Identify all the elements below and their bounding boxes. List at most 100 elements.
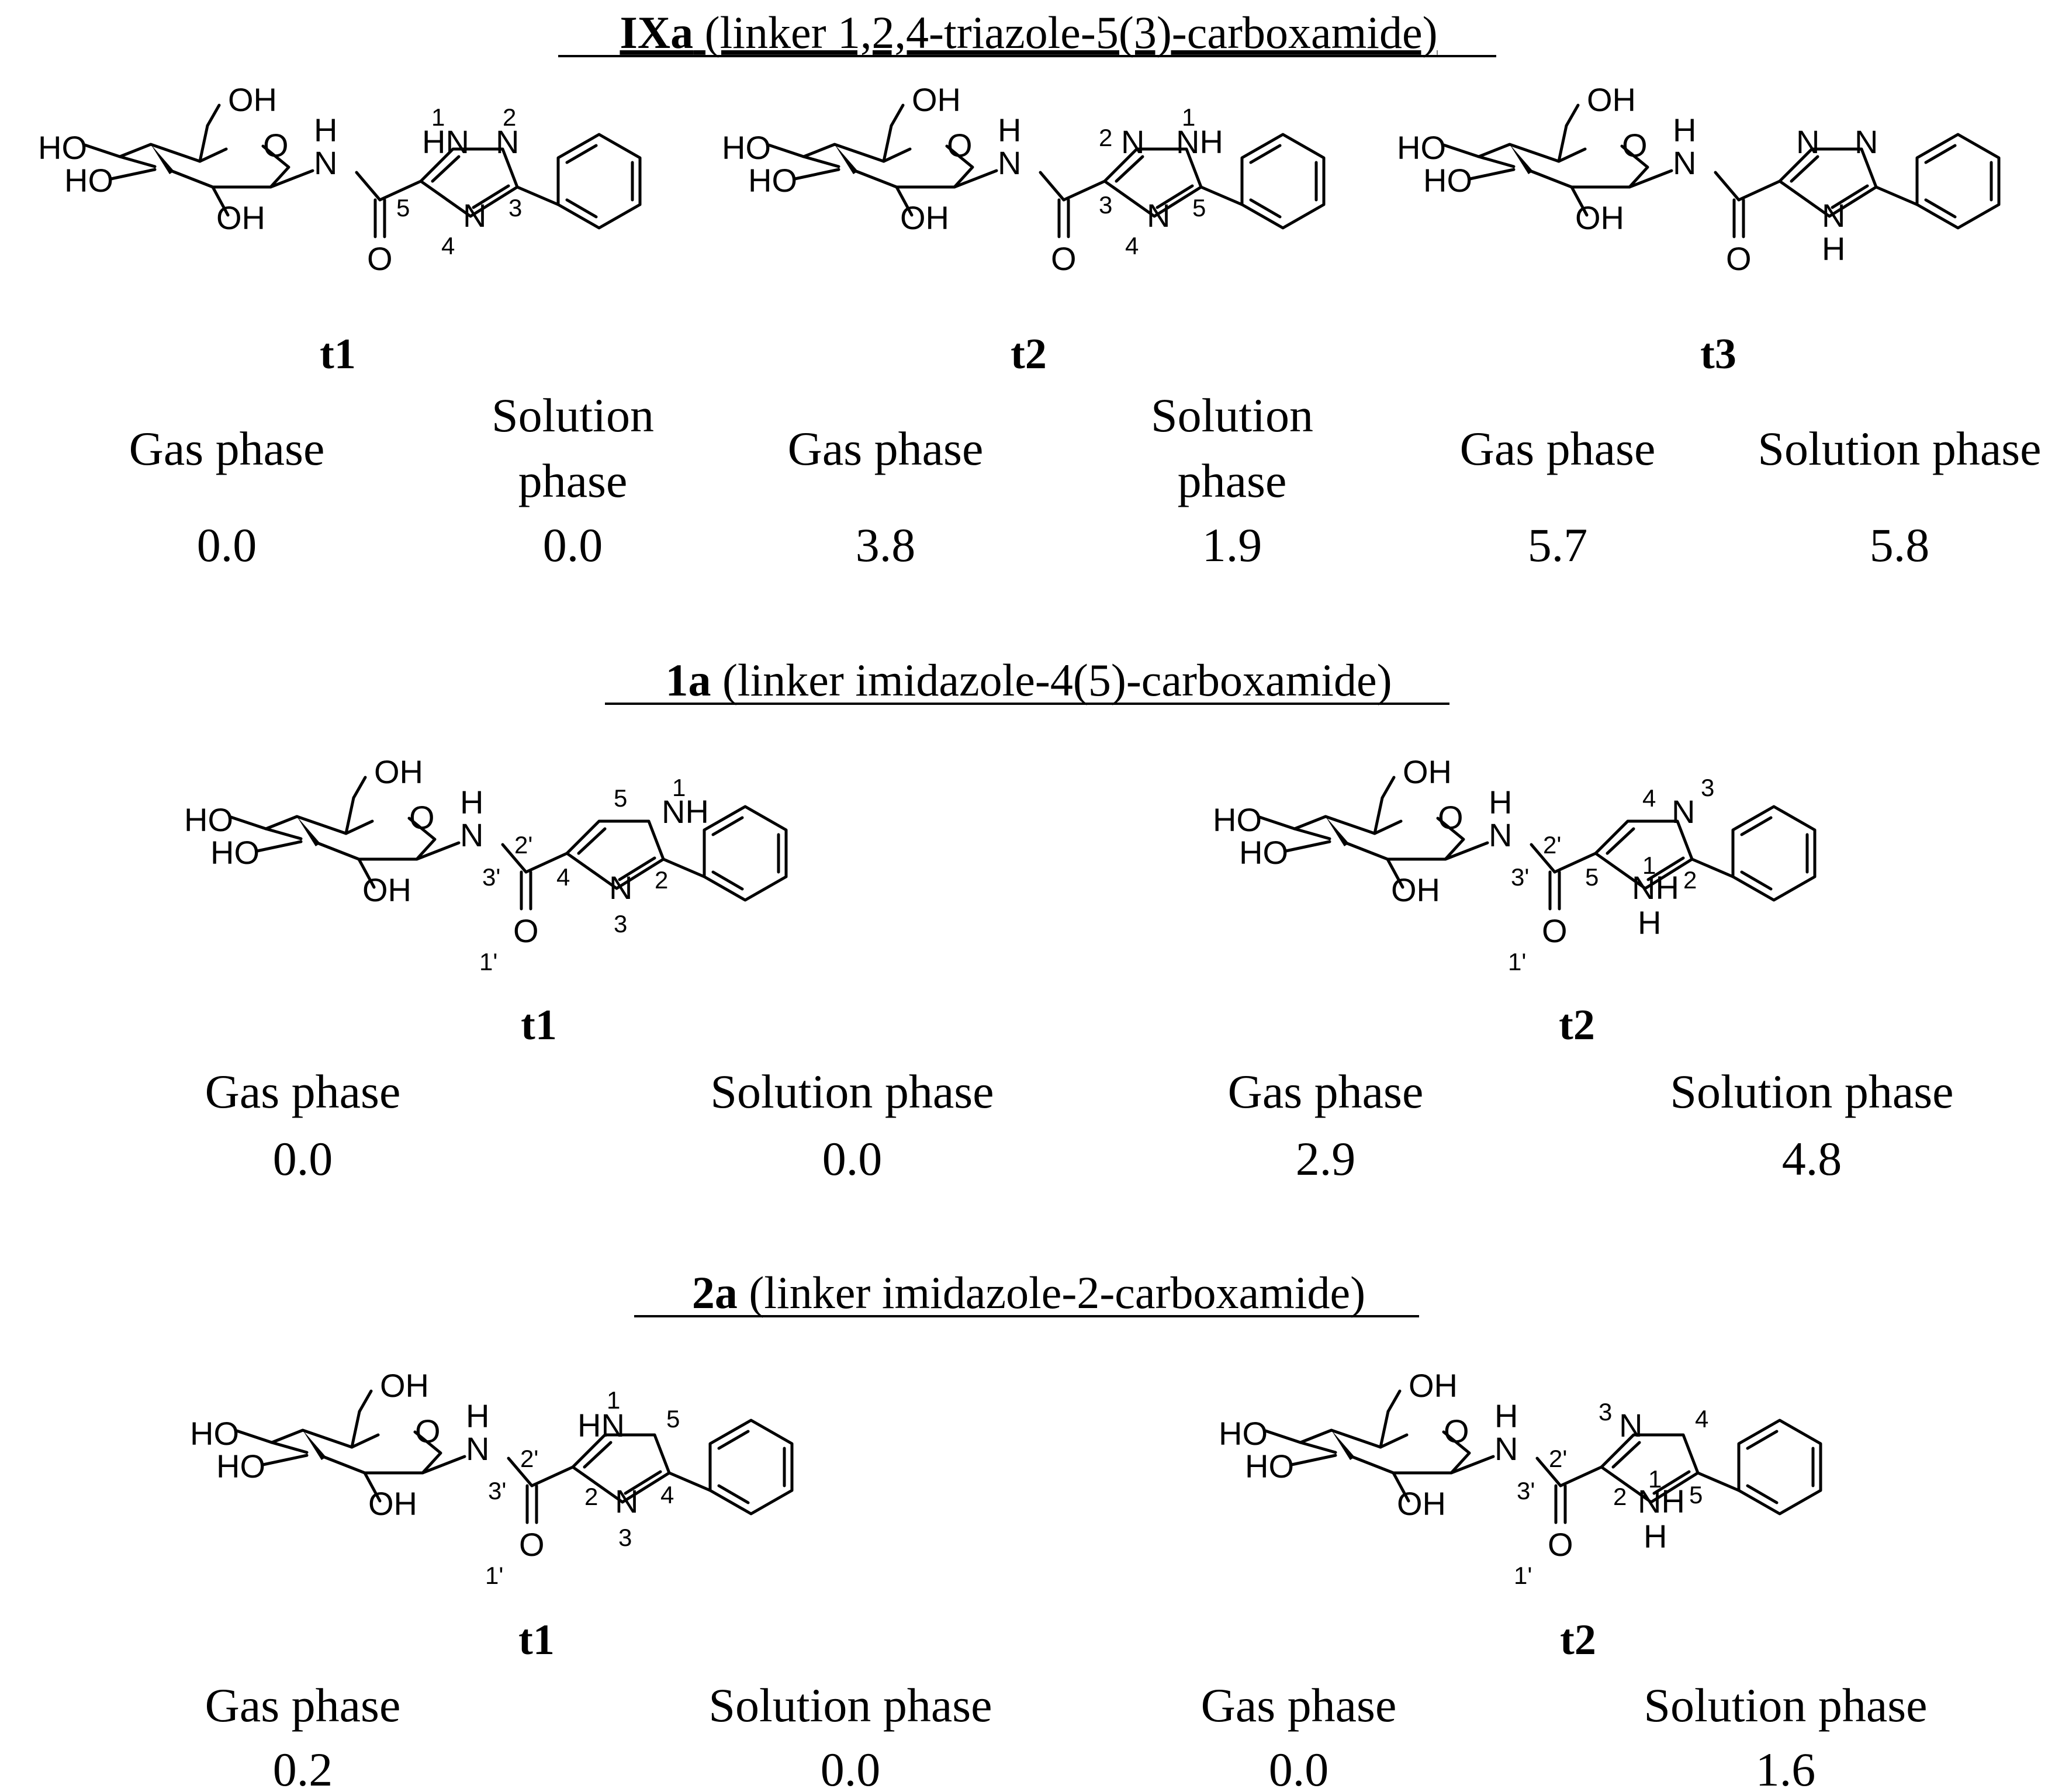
tautomer-label: t1 (521, 1001, 557, 1049)
nitrogen-label: N (1121, 123, 1144, 160)
solution-phase-label-line2: phase (1178, 454, 1287, 507)
solution-phase-label-line2: phase (518, 454, 628, 507)
structure-1a-t1: NH N 5 1 4 2 3 2' 3' 1' (184, 753, 786, 975)
atom-number: 2 (503, 103, 516, 131)
section-2a: 2a (linker imidazole-2-carboxamide) HN N… (190, 1267, 1928, 1792)
linker-label: (linker imidazole-2-carboxamide) (749, 1267, 1365, 1318)
compound-label: IXa (620, 7, 693, 58)
atom-number: 3' (488, 1477, 506, 1504)
energy-value: 5.7 (1528, 518, 1588, 572)
energy-value: 0.0 (822, 1132, 883, 1185)
linker-label: (linker imidazole-4(5)-carboxamide) (722, 655, 1392, 705)
section-1a-title: 1a (linker imidazole-4(5)-carboxamide) (665, 655, 1392, 705)
gas-phase-label: Gas phase (1228, 1065, 1424, 1118)
atom-number: 2' (520, 1445, 538, 1472)
nitrogen-label: N (463, 197, 486, 234)
gas-phase-label: Gas phase (205, 1679, 401, 1732)
atom-number: 1 (607, 1386, 620, 1414)
atom-number: 1 (1648, 1465, 1662, 1493)
atom-number: 2 (655, 866, 668, 894)
atom-number: 2 (1683, 866, 1697, 894)
section-1a: 1a (linker imidazole-4(5)-carboxamide) N… (184, 655, 1954, 1185)
gas-phase-label: Gas phase (788, 422, 984, 475)
solution-phase-label: Solution phase (710, 1065, 994, 1118)
energy-value: 0.0 (273, 1132, 333, 1185)
atom-number: 1' (485, 1562, 503, 1589)
linker-label: (linker 1,2,4-triazole-5(3)-carboxamide) (705, 7, 1438, 58)
tautomer-label: t2 (1011, 330, 1047, 378)
energy-value: 0.0 (1269, 1743, 1329, 1792)
energy-value: 5.8 (1870, 518, 1930, 572)
energy-value: 0.0 (821, 1743, 881, 1792)
atom-number: 2 (1613, 1483, 1627, 1510)
atom-number: 1' (1508, 948, 1526, 975)
atom-number: 4 (441, 232, 455, 260)
solution-phase-label: Solution phase (1757, 422, 2041, 475)
nh-label: NH (1632, 869, 1679, 906)
atom-number: 2 (584, 1483, 598, 1510)
atom-number: 1 (431, 103, 445, 131)
atom-number: 5 (666, 1405, 680, 1433)
compound-label: 2a (692, 1267, 738, 1318)
atom-number: 3 (1099, 191, 1112, 219)
gas-phase-label: Gas phase (129, 422, 325, 475)
energy-value: 3.8 (856, 518, 916, 572)
tautomer-label: t2 (1559, 1001, 1595, 1049)
energy-value: 4.8 (1782, 1132, 1842, 1185)
energy-value: 0.0 (197, 518, 257, 572)
structure-2a-t2: N NH H 3 4 2 1 5 2' 3' 1' (1219, 1367, 1821, 1589)
atom-number: 1' (1514, 1562, 1532, 1589)
atom-number: 2 (1099, 124, 1112, 151)
nh-label: NH (662, 793, 709, 830)
energy-value: 1.6 (1756, 1743, 1816, 1792)
atom-number: 2' (514, 831, 532, 859)
section-2a-title: 2a (linker imidazole-2-carboxamide) (692, 1267, 1365, 1318)
atom-number: 5 (614, 784, 627, 812)
section-ixa-title: IXa (linker 1,2,4-triazole-5(3)-carboxam… (620, 7, 1437, 58)
atom-number: 3' (1511, 863, 1529, 891)
structure-ixa-t1: HN N N 1 2 3 4 5 (38, 81, 640, 277)
structure-ixa-t3: N N N H (1397, 81, 1999, 277)
solution-phase-label-line1: Solution (492, 389, 654, 442)
atom-number: 1 (1182, 103, 1195, 131)
nitrogen-label: N (1672, 793, 1695, 830)
gas-phase-label: Gas phase (1460, 422, 1656, 475)
atom-number: 5 (1585, 863, 1599, 891)
atom-number: 4 (660, 1481, 674, 1509)
atom-number: 3' (482, 863, 500, 891)
solution-phase-label: Solution phase (1644, 1679, 1927, 1732)
atom-number: 3' (1517, 1477, 1535, 1504)
nitrogen-label: N (496, 123, 519, 160)
nh-label: NH (1176, 123, 1223, 160)
solution-phase-label: Solution phase (1670, 1065, 1953, 1118)
hn-label: HN (422, 123, 469, 160)
atom-number: 2' (1549, 1445, 1567, 1472)
atom-number: 1' (479, 948, 497, 975)
atom-number: 2' (1543, 831, 1561, 859)
hydrogen-label: H (1644, 1518, 1667, 1555)
nitrogen-label: N (1855, 123, 1878, 160)
nitrogen-label: N (1796, 123, 1819, 160)
nitrogen-label: N (1147, 197, 1170, 234)
atom-number: 1 (672, 774, 686, 801)
nitrogen-label: N (1822, 197, 1845, 234)
solution-phase-label: Solution phase (708, 1679, 992, 1732)
gas-phase-label: Gas phase (205, 1065, 401, 1118)
energy-value: 0.2 (273, 1743, 333, 1792)
atom-number: 3 (614, 910, 627, 937)
section-ixa: IXa (linker 1,2,4-triazole-5(3)-carboxam… (38, 7, 2042, 572)
structure-2a-t1: HN N 1 5 2 4 3 2' 3' 1' (190, 1367, 792, 1589)
gas-phase-label: Gas phase (1201, 1679, 1397, 1732)
hn-label: HN (577, 1407, 625, 1444)
atom-number: 5 (396, 194, 410, 222)
hydrogen-label: H (1638, 904, 1661, 941)
atom-number: 4 (1125, 232, 1139, 260)
hydrogen-label: H (1822, 230, 1845, 267)
solution-phase-label-line1: Solution (1151, 389, 1313, 442)
atom-number: 3 (508, 194, 522, 222)
nh-label: NH (1638, 1483, 1685, 1520)
structure-ixa-t2: N NH N 2 1 3 5 4 (722, 81, 1324, 277)
tautomer-label: t3 (1700, 330, 1736, 378)
atom-number: 4 (556, 863, 570, 891)
atom-number: 4 (1695, 1405, 1708, 1433)
